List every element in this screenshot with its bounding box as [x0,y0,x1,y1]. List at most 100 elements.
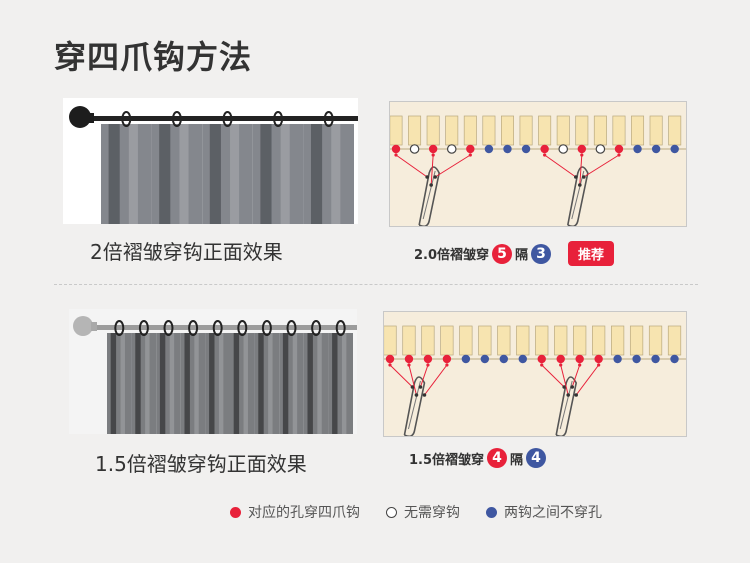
arrow-head [431,153,435,157]
curtain-panel [303,333,329,434]
white-dot [595,144,606,154]
red-dot [594,354,603,364]
curtain-fold-shadow [260,124,272,224]
prong-point [574,175,578,179]
tape-strip [440,325,454,356]
curtain-fold-shadow [307,333,313,434]
arrow-head [578,363,582,367]
legend-label: 两钩之间不穿孔 [504,505,602,521]
blue-dot [480,354,490,364]
tape-strip [516,325,530,356]
tape-strip [592,325,606,356]
prong-point [429,183,433,187]
arrow-head [468,153,472,157]
curtain-fold-shadow [108,124,120,224]
curtain-ring-icon [286,320,297,336]
blue-dot [670,354,679,364]
arrow-head [540,363,544,367]
separator-text: 隔 [515,248,529,263]
skipped-count-badge: 4 [526,448,547,468]
tape-strip [629,325,644,356]
curtain-fold-highlight [169,333,175,434]
hook-arrow [541,364,565,388]
tape-strip [593,115,607,146]
red-dot-icon [230,506,241,518]
curtain-ring-icon [114,320,125,336]
tape-strip [612,115,626,146]
red-dot [423,354,433,364]
rule-prefix: 2.0倍褶皱穿 [414,248,490,263]
blue-dot-icon [486,506,497,518]
curtain-fold-highlight [331,124,341,224]
hooked-count-badge: 5 [492,243,513,264]
recommended-badge: 推荐 [568,241,615,266]
arrow-head [394,153,398,157]
arrow-head [543,153,547,157]
red-dot [385,354,395,364]
rule-15x: 1.5倍褶皱穿 4 隔 4 [409,448,549,468]
hook-arrow [579,154,583,186]
curtain-fold-highlight [128,124,138,224]
red-dot [428,144,438,154]
curtain-fold-shadow [110,333,117,434]
red-dot [404,354,414,364]
arrow-head [407,363,411,367]
curtain-ring-icon [335,320,346,336]
tape-strip [482,115,496,146]
hooked-count-badge: 4 [487,448,508,468]
hook-arrow [389,364,413,388]
curtain-fold-highlight [218,333,224,434]
tape-strip [611,325,625,356]
curtain-fold-highlight [317,333,322,434]
tape-strip [478,325,492,356]
curtain-photo-15x [69,309,357,434]
red-dot [540,144,549,154]
blue-dot [651,354,660,364]
curtain-ring-icon [188,320,199,336]
arrow-head [617,153,621,157]
curtain-fold-shadow [135,333,141,434]
curtain-ring-icon [273,111,284,127]
legend-item-blue: 两钩之间不穿孔 [486,502,602,522]
tape-strip [390,115,403,146]
curtain-panel [303,124,354,224]
hook-arrow [583,154,620,178]
blue-dot [632,354,641,364]
blue-dot [499,354,509,364]
legend-item-white: 无需穿钩 [386,502,460,522]
hook-arrow [424,364,448,396]
tape-strip [573,325,587,356]
prong-point [578,183,582,187]
four-prong-hook-icon [403,376,426,436]
tape-strip [501,115,514,146]
prong-point [582,175,586,179]
blue-dot [503,144,512,154]
blue-dot [633,144,642,154]
red-dot [537,354,546,364]
separator-text: 隔 [510,452,524,468]
four-prong-hook-icon [567,166,589,226]
tape-strip [554,325,568,356]
red-dot [466,144,475,154]
tape-strip [408,115,422,146]
tape-strip [463,115,477,146]
prong-point [422,393,427,397]
blue-dot [484,144,494,154]
curtain-ring-icon [237,320,248,336]
four-prong-hook-icon [418,166,441,226]
legend-label: 对应的孔穿四爪钩 [248,505,360,521]
curtain-ring-icon [222,111,233,127]
curtain-ring-icon [311,320,322,336]
blue-dot [461,354,471,364]
legend: 对应的孔穿四爪钩 无需穿钩 两钩之间不穿孔 [230,502,628,522]
arrow-head [388,363,392,367]
tape-strip [535,325,549,356]
red-dot [442,354,452,364]
curtain-fold-highlight [292,333,298,434]
tape-strip [497,325,511,356]
curtain-fold-highlight [268,333,273,434]
arrow-head [559,363,563,367]
arrow-head [597,363,601,367]
prong-point [418,385,423,389]
tape-strip [575,115,589,146]
